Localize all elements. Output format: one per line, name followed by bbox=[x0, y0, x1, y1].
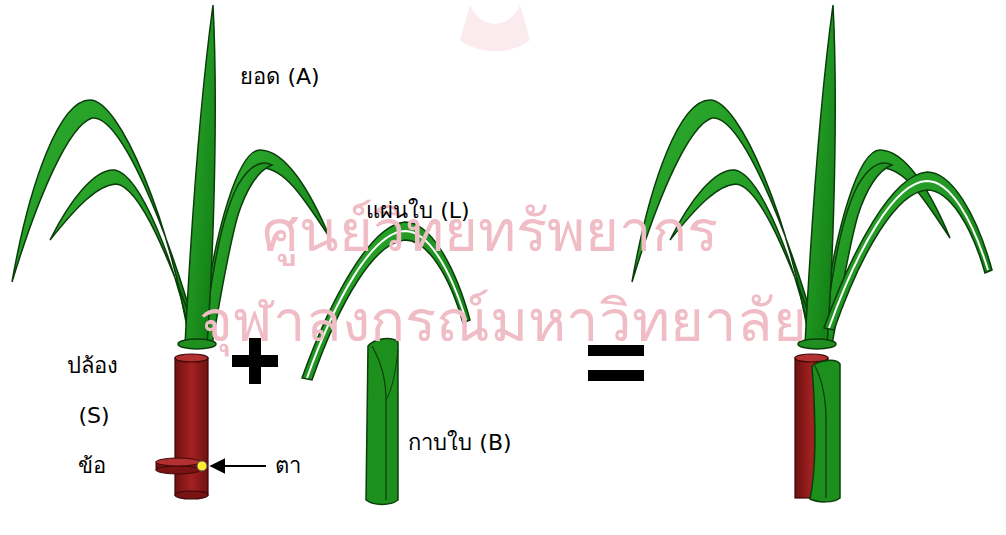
part-label: ยอด (A) bbox=[240, 64, 319, 90]
part-label: กาบใบ (B) bbox=[408, 430, 511, 456]
part-label: ปล้อง bbox=[67, 353, 118, 379]
part-label: ตา bbox=[275, 453, 301, 479]
watermark: ศูนย์วิทยทรัพยากร bbox=[262, 197, 718, 267]
part-label: แผ่นใบ (L) bbox=[366, 198, 469, 224]
part-label: (S) bbox=[78, 403, 109, 429]
part-label: ข้อ bbox=[78, 453, 106, 479]
watermark: จุฬาลงกรณ์มหาวิทยาลัย bbox=[199, 287, 807, 357]
